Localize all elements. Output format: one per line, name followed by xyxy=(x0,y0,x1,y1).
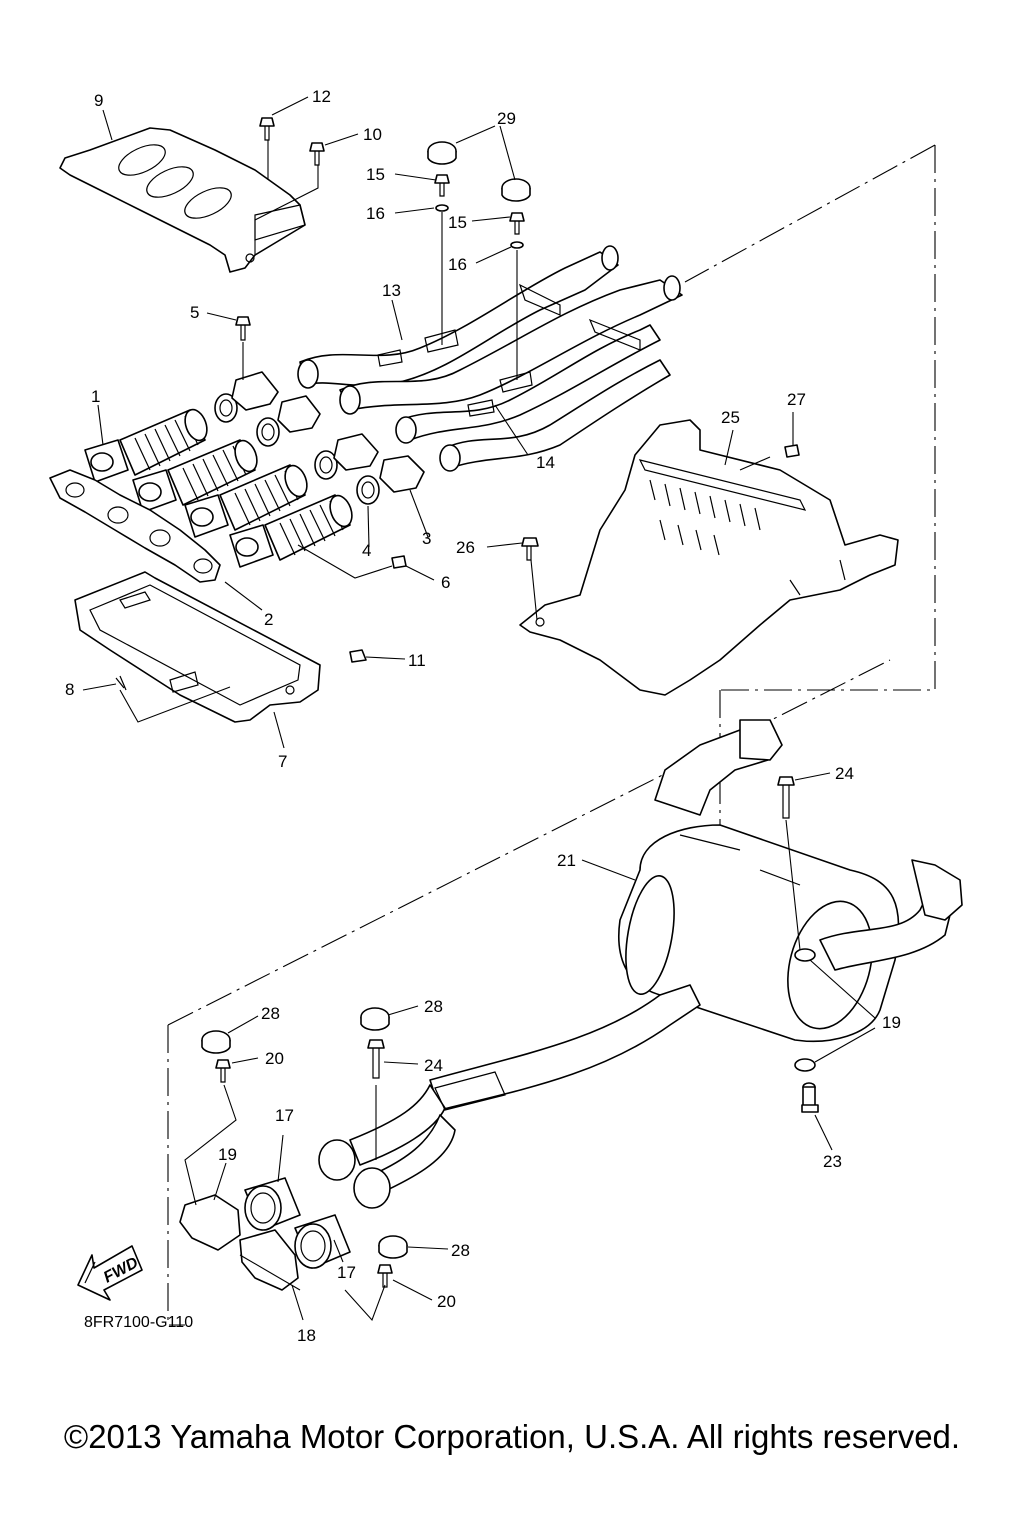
callout-2: 2 xyxy=(264,610,273,629)
callout-7: 7 xyxy=(278,752,287,771)
callout-28b: 28 xyxy=(424,997,443,1016)
assembly-reference-lines xyxy=(167,144,936,1326)
exhaust-pipe-14 xyxy=(377,283,671,472)
pipe-clamps xyxy=(231,371,425,493)
fwd-arrow-icon: FWD xyxy=(77,1245,143,1301)
main-muffler xyxy=(318,719,963,1209)
callout-21: 21 xyxy=(557,851,576,870)
callout-10: 10 xyxy=(363,125,382,144)
callout-15b: 15 xyxy=(448,213,467,232)
callout-28a: 28 xyxy=(261,1004,280,1023)
callout-9: 9 xyxy=(94,91,103,110)
callout-14: 14 xyxy=(536,453,555,472)
muffler-mount-parts xyxy=(794,948,819,1113)
callout-12: 12 xyxy=(312,87,331,106)
callout-28c: 28 xyxy=(451,1241,470,1260)
callout-11: 11 xyxy=(408,651,426,670)
callout-20a: 20 xyxy=(265,1049,284,1068)
copyright-notice: ©2013 Yamaha Motor Corporation, U.S.A. A… xyxy=(63,1418,961,1455)
callout-24b: 24 xyxy=(424,1056,443,1075)
callout-8: 8 xyxy=(65,680,74,699)
gasket-rings xyxy=(214,393,380,505)
callout-19: 19 xyxy=(218,1145,237,1164)
manifold-gasket xyxy=(49,469,221,583)
callout-18: 18 xyxy=(297,1326,316,1345)
callout-17a: 17 xyxy=(275,1106,294,1125)
callout-13: 13 xyxy=(382,281,401,300)
callout-22: 19 xyxy=(882,1013,901,1032)
callout-3: 3 xyxy=(422,529,431,548)
callout-16a: 16 xyxy=(366,204,385,223)
blind-plugs xyxy=(201,141,531,1259)
pipe-sleeves-and-clamps xyxy=(179,1177,351,1291)
callout-24a: 24 xyxy=(835,764,854,783)
callout-27: 27 xyxy=(787,390,806,409)
callout-1: 1 xyxy=(91,387,100,406)
callout-20b: 20 xyxy=(437,1292,456,1311)
callout-4: 4 xyxy=(362,541,371,560)
diagram-code: 8FR7100-G110 xyxy=(84,1314,193,1331)
callout-23: 23 xyxy=(823,1152,842,1171)
muffler-heat-shield xyxy=(519,419,899,696)
callout-6: 6 xyxy=(441,573,450,592)
callout-16b: 16 xyxy=(448,255,467,274)
callout-17b: 17 xyxy=(337,1263,356,1282)
callout-25: 25 xyxy=(721,408,740,427)
bolts xyxy=(115,117,800,1288)
exhaust-manifolds xyxy=(84,408,353,568)
exhaust-pipe-13 xyxy=(297,245,683,415)
callout-29: 29 xyxy=(497,109,516,128)
lower-heat-shield xyxy=(74,571,321,723)
callout-5: 5 xyxy=(190,303,199,322)
leader-lines xyxy=(82,96,876,1322)
callout-26: 26 xyxy=(456,538,475,557)
callout-labels: 9 12 10 29 15 16 15 16 13 5 1 25 27 14 3… xyxy=(65,87,901,1345)
callout-15a: 15 xyxy=(366,165,385,184)
